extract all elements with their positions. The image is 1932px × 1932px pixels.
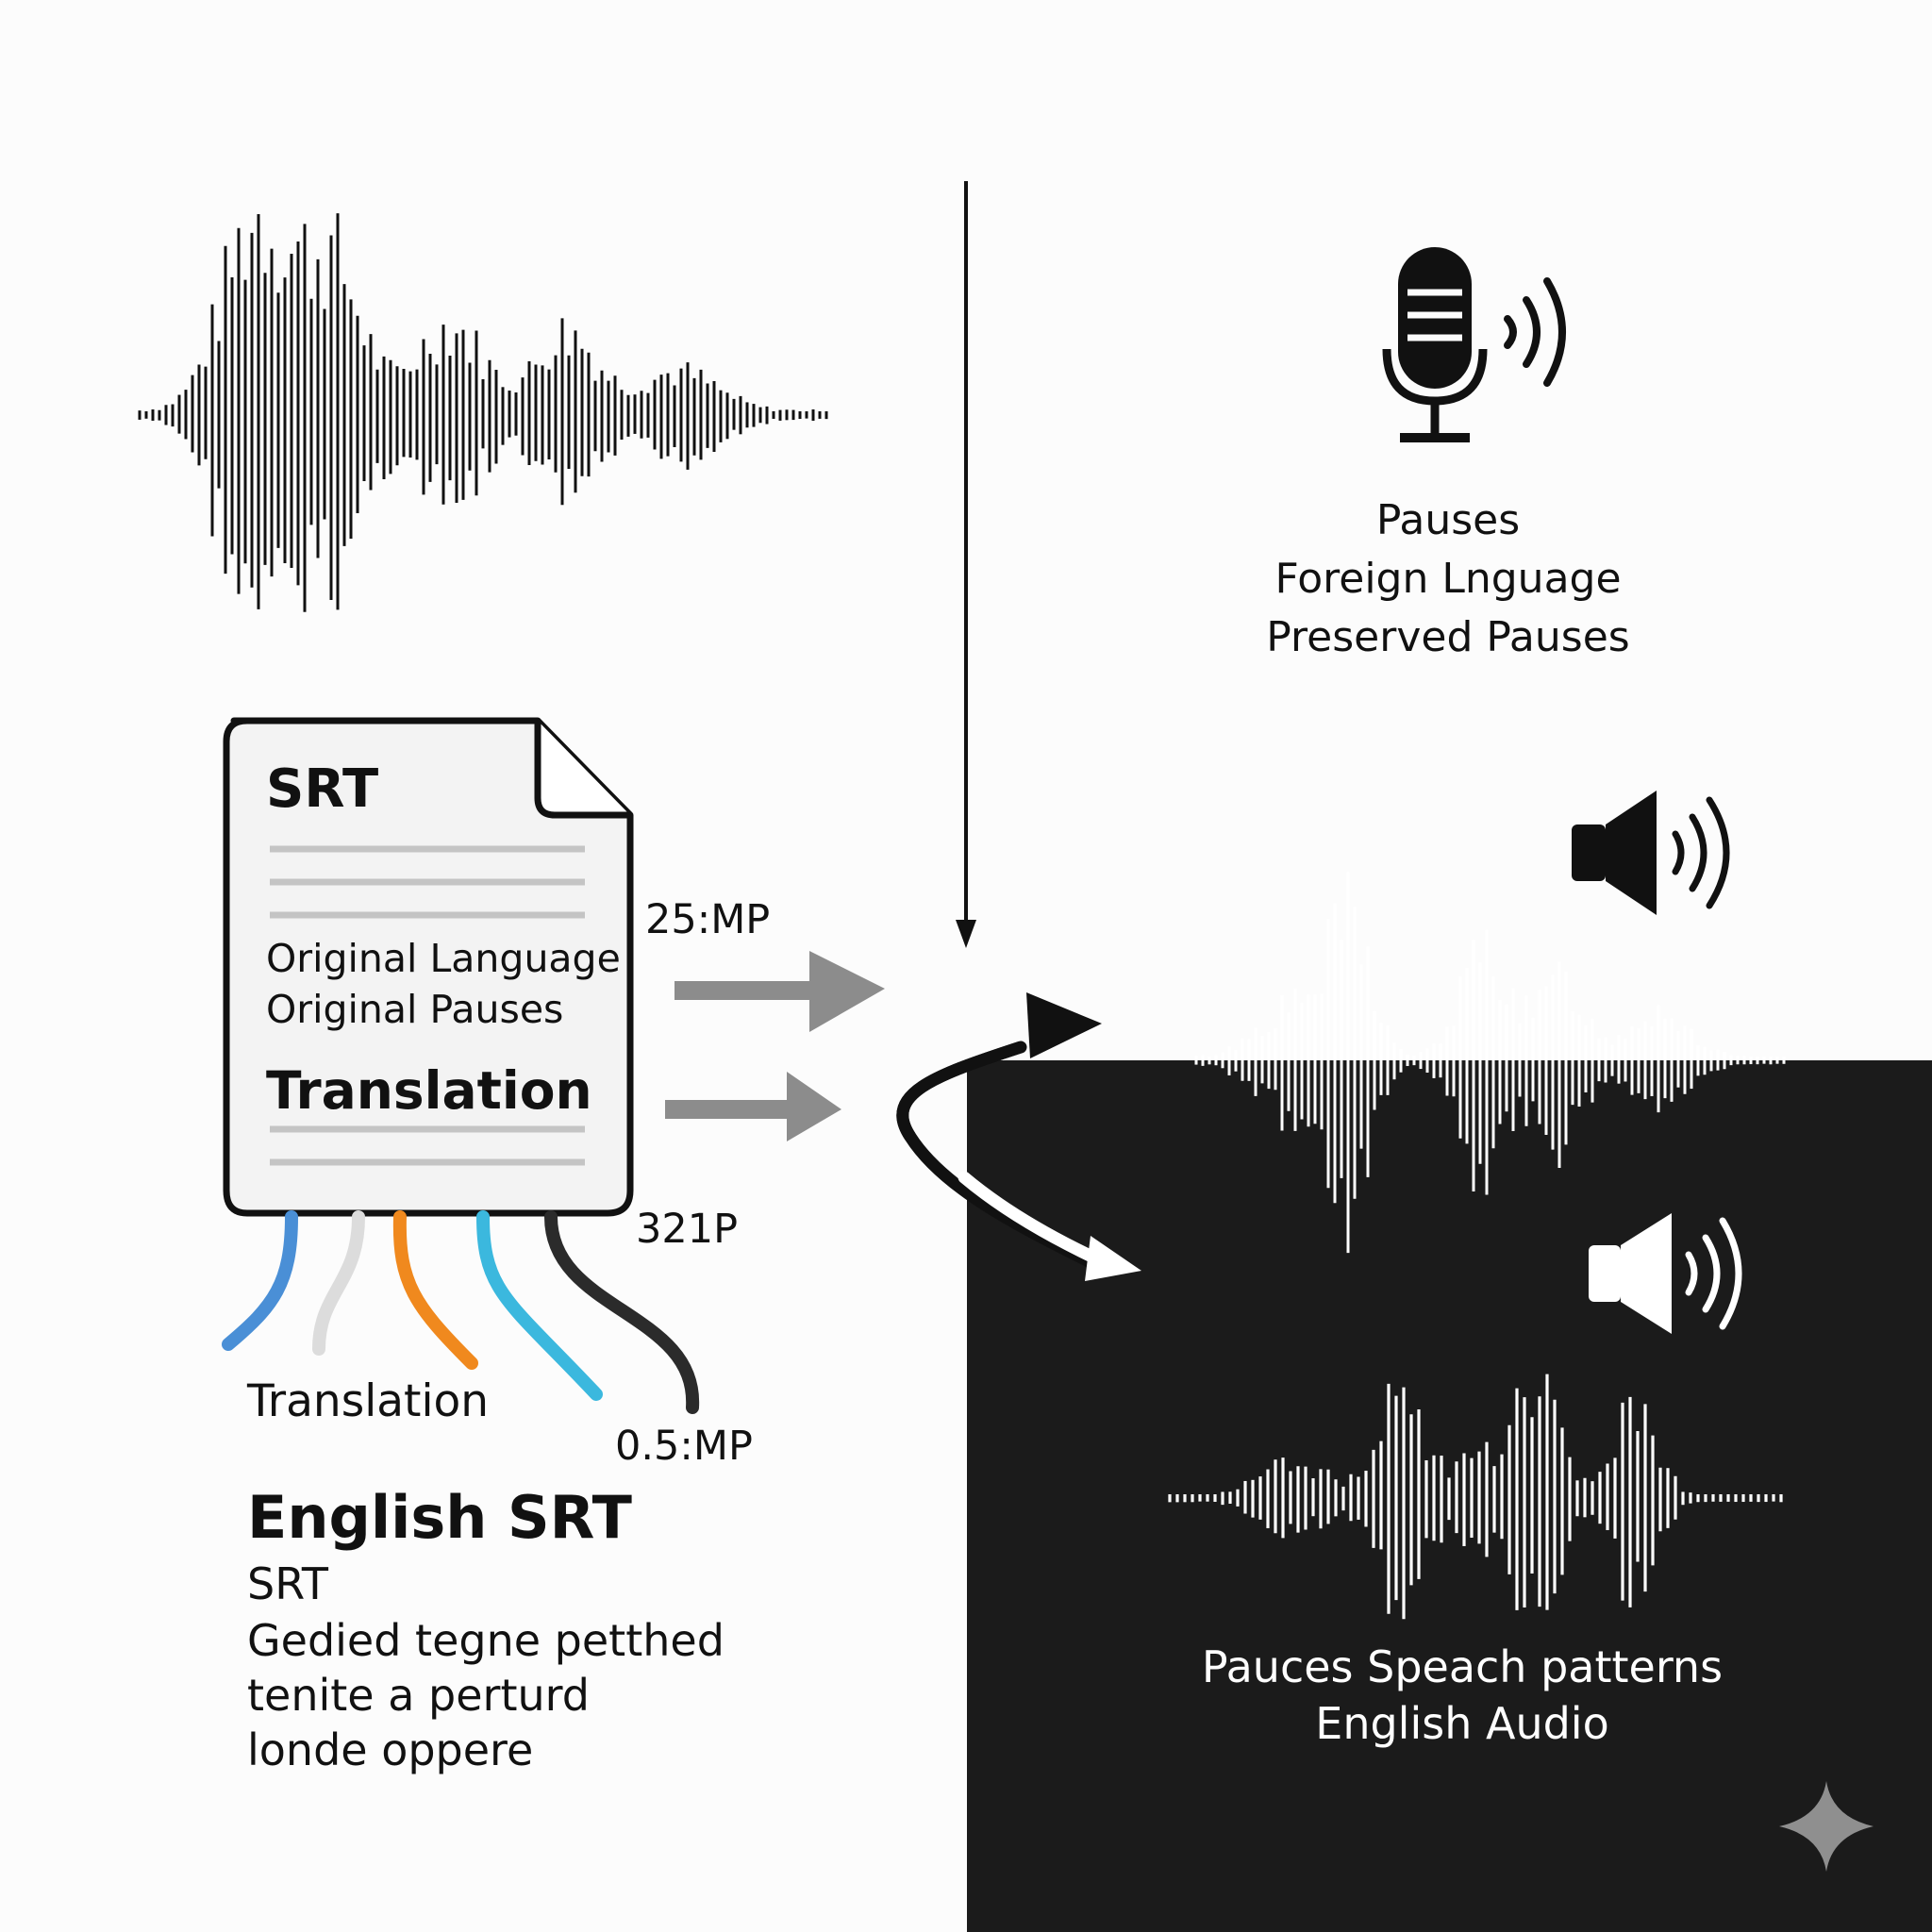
- rate-label-mid: 321P: [636, 1206, 739, 1253]
- english-srt-desc-line3: londe oppere: [247, 1724, 534, 1775]
- rate-label-top: 25:MP: [645, 896, 771, 943]
- srt-doc-line-language: Original Language: [266, 936, 621, 981]
- mic-caption-line2: Foreign Lnguage: [1274, 555, 1622, 603]
- speaker-icon: [1572, 791, 1730, 915]
- sound-waves-icon: [1504, 277, 1566, 387]
- wires-caption: Translation: [247, 1375, 490, 1427]
- srt-doc-section-translation: Translation: [266, 1060, 592, 1121]
- gray-arrow-upper: [675, 951, 885, 1032]
- output-caption-line2: English Audio: [1315, 1698, 1609, 1749]
- mic-caption-line1: Pauses: [1375, 496, 1521, 544]
- sparkle-icon: [1779, 1781, 1874, 1872]
- output-caption-line1: Pauces Speach patterns: [1201, 1641, 1724, 1692]
- rate-label-bottom: 0.5:MP: [615, 1423, 753, 1470]
- microphone-icon: [1382, 247, 1488, 442]
- english-audio-waveform-lower: [1168, 1374, 1783, 1620]
- english-audio-waveform-upper: [1194, 872, 1786, 1254]
- srt-doc-title: SRT: [266, 758, 379, 820]
- source-audio-waveform: [138, 213, 828, 612]
- gray-arrow-lower: [665, 1072, 841, 1141]
- srt-doc-line-pauses: Original Pauses: [266, 987, 564, 1032]
- mic-caption-line3: Preserved Pauses: [1266, 613, 1630, 661]
- srt-output-wires: [222, 1210, 700, 1414]
- down-arrow: [956, 181, 976, 948]
- document-icon: [223, 717, 634, 1217]
- english-srt-title: English SRT: [247, 1483, 632, 1552]
- curved-arrow: [896, 992, 1141, 1281]
- english-srt-desc-line1: Gedied tegne petthed: [247, 1615, 724, 1666]
- english-srt-desc-line2: tenite a perturd: [247, 1670, 590, 1721]
- english-srt-sub: SRT: [247, 1558, 328, 1609]
- speaker-icon: [1589, 1213, 1742, 1334]
